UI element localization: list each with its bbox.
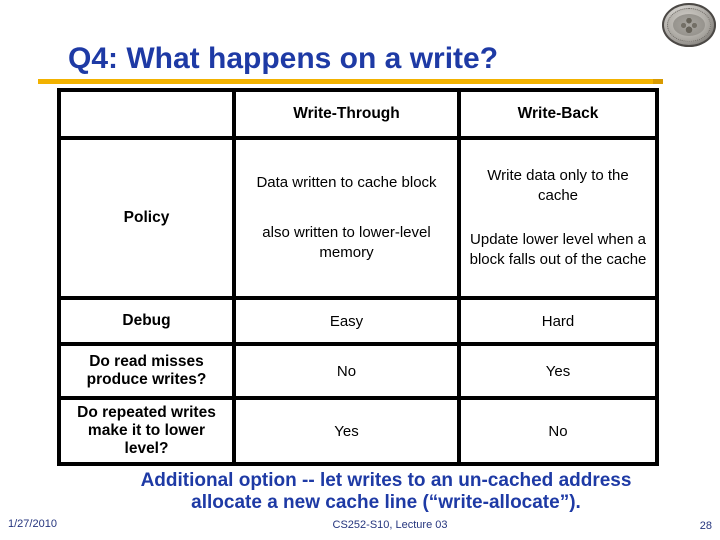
policy-wb-paragraph-2: Update lower level when a block falls ou… (469, 230, 647, 268)
policy-wt-paragraph-1: Data written to cache block (256, 173, 437, 191)
header-cell-write-back: Write-Back (457, 88, 659, 140)
row-label-policy: Policy (57, 136, 236, 300)
repeated-writes-write-back-cell: No (457, 396, 659, 466)
policy-wt-paragraph-2: also written to lower-level memory (262, 223, 431, 261)
footer-page-number: 28 (699, 520, 712, 532)
row-label-debug: Debug (57, 296, 236, 346)
repeated-writes-write-through-cell: Yes (232, 396, 461, 466)
university-seal-logo (662, 3, 716, 47)
write-policy-table: Write-Through Write-Back Policy Data wri… (57, 88, 659, 466)
table-row-read-misses: Do read misses produce writes? No Yes (57, 342, 659, 400)
row-label-repeated-writes: Do repeated writes make it to lower leve… (57, 396, 236, 466)
policy-write-back-cell: Write data only to the cache Update lowe… (457, 136, 659, 300)
policy-write-through-cell: Data written to cache block also written… (232, 136, 461, 300)
title-underline (38, 79, 663, 84)
header-cell-write-through: Write-Through (232, 88, 461, 140)
footer-date: 1/27/2010 (8, 518, 57, 530)
header-cell-empty (57, 88, 236, 140)
table-row-debug: Debug Easy Hard (57, 296, 659, 346)
row-label-read-misses: Do read misses produce writes? (57, 342, 236, 400)
debug-write-back-cell: Hard (457, 296, 659, 346)
note-line-1: Additional option -- let writes to an un… (140, 470, 632, 491)
seal-inner-ring (667, 8, 711, 42)
policy-wb-paragraph-1: Write data only to the cache (487, 167, 629, 205)
read-misses-write-back-cell: Yes (457, 342, 659, 400)
additional-option-note: Additional option -- let writes to an un… (52, 470, 720, 514)
table-row-repeated-writes: Do repeated writes make it to lower leve… (57, 396, 659, 466)
footer-course-label: CS252-S10, Lecture 03 (332, 519, 448, 531)
note-line-2: allocate a new cache line (“write-alloca… (191, 492, 581, 513)
slide-title: Q4: What happens on a write? (68, 42, 499, 75)
policy-write-back-text: Write data only to the cache Update lowe… (467, 143, 649, 293)
seal-emblem (673, 14, 705, 36)
read-misses-write-through-cell: No (232, 342, 461, 400)
debug-write-through-cell: Easy (232, 296, 461, 346)
table-header-row: Write-Through Write-Back (57, 88, 659, 140)
policy-write-through-text: Data written to cache block also written… (242, 143, 451, 293)
table-row-policy: Policy Data written to cache block also … (57, 136, 659, 300)
title-underline-end-cap (653, 79, 663, 84)
